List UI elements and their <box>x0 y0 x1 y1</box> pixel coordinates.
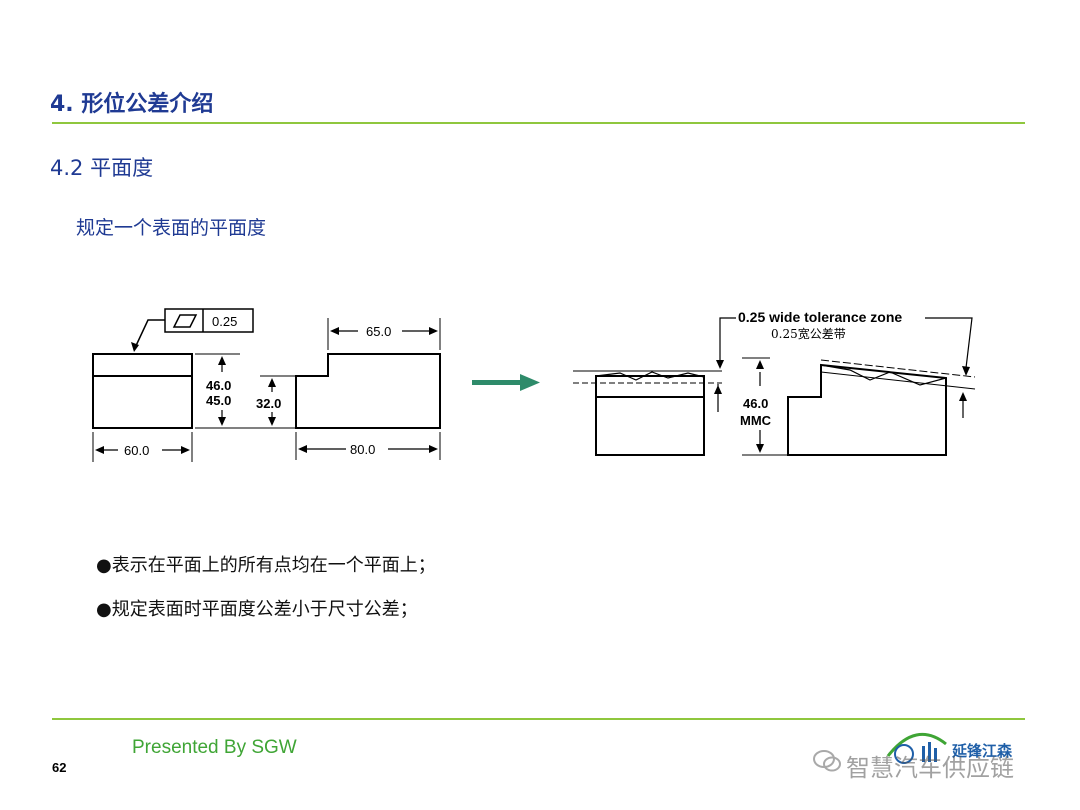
wechat-icon <box>813 750 841 772</box>
actual-surface-right <box>820 364 947 386</box>
watermark: 智慧汽车供应链 <box>846 754 1014 782</box>
dim-46: 46.0 <box>206 378 231 393</box>
flatness-drawing: 0.25 65.0 46.0 45.0 32.0 60.0 80.0 <box>92 308 976 462</box>
bullet-item: ●规定表面时平面度公差小于尺寸公差； <box>96 599 418 620</box>
footer-divider <box>52 718 1025 720</box>
company-logo-text: 延锋江森 <box>952 742 1013 760</box>
flatness-symbol-icon <box>172 314 198 328</box>
actual-surface-left <box>595 371 705 381</box>
slide-title: 4. 形位公差介绍 <box>50 92 214 117</box>
mmc-value: 46.0 <box>743 396 768 411</box>
mmc-label: MMC <box>740 413 772 428</box>
dim-80: 80.0 <box>350 442 375 457</box>
dim-45: 45.0 <box>206 393 231 408</box>
header-divider <box>52 122 1025 124</box>
part-front-view-zone <box>595 375 705 456</box>
leader-line <box>133 319 165 351</box>
dim-60: 60.0 <box>124 443 149 458</box>
part-side-view <box>295 353 441 429</box>
company-logo-icon <box>886 733 947 764</box>
zone-leader <box>719 317 736 360</box>
section-title: 4.2 平面度 <box>50 156 154 180</box>
presented-by: Presented By SGW <box>132 737 297 758</box>
dim-32: 32.0 <box>256 396 281 411</box>
frame-value: 0.25 <box>212 314 237 329</box>
feature-control-frame <box>164 308 254 333</box>
intro-text: 规定一个表面的平面度 <box>76 217 267 239</box>
zone-label: 0.25 wide tolerance zone <box>738 309 902 325</box>
transition-arrow-icon <box>472 374 540 391</box>
bullet-item: ●表示在平面上的所有点均在一个平面上； <box>96 555 436 576</box>
zone-label-cn: 0.25宽公差带 <box>771 326 846 341</box>
part-front-view <box>92 353 193 429</box>
page-number: 62 <box>52 760 67 775</box>
dim-65: 65.0 <box>366 324 391 339</box>
